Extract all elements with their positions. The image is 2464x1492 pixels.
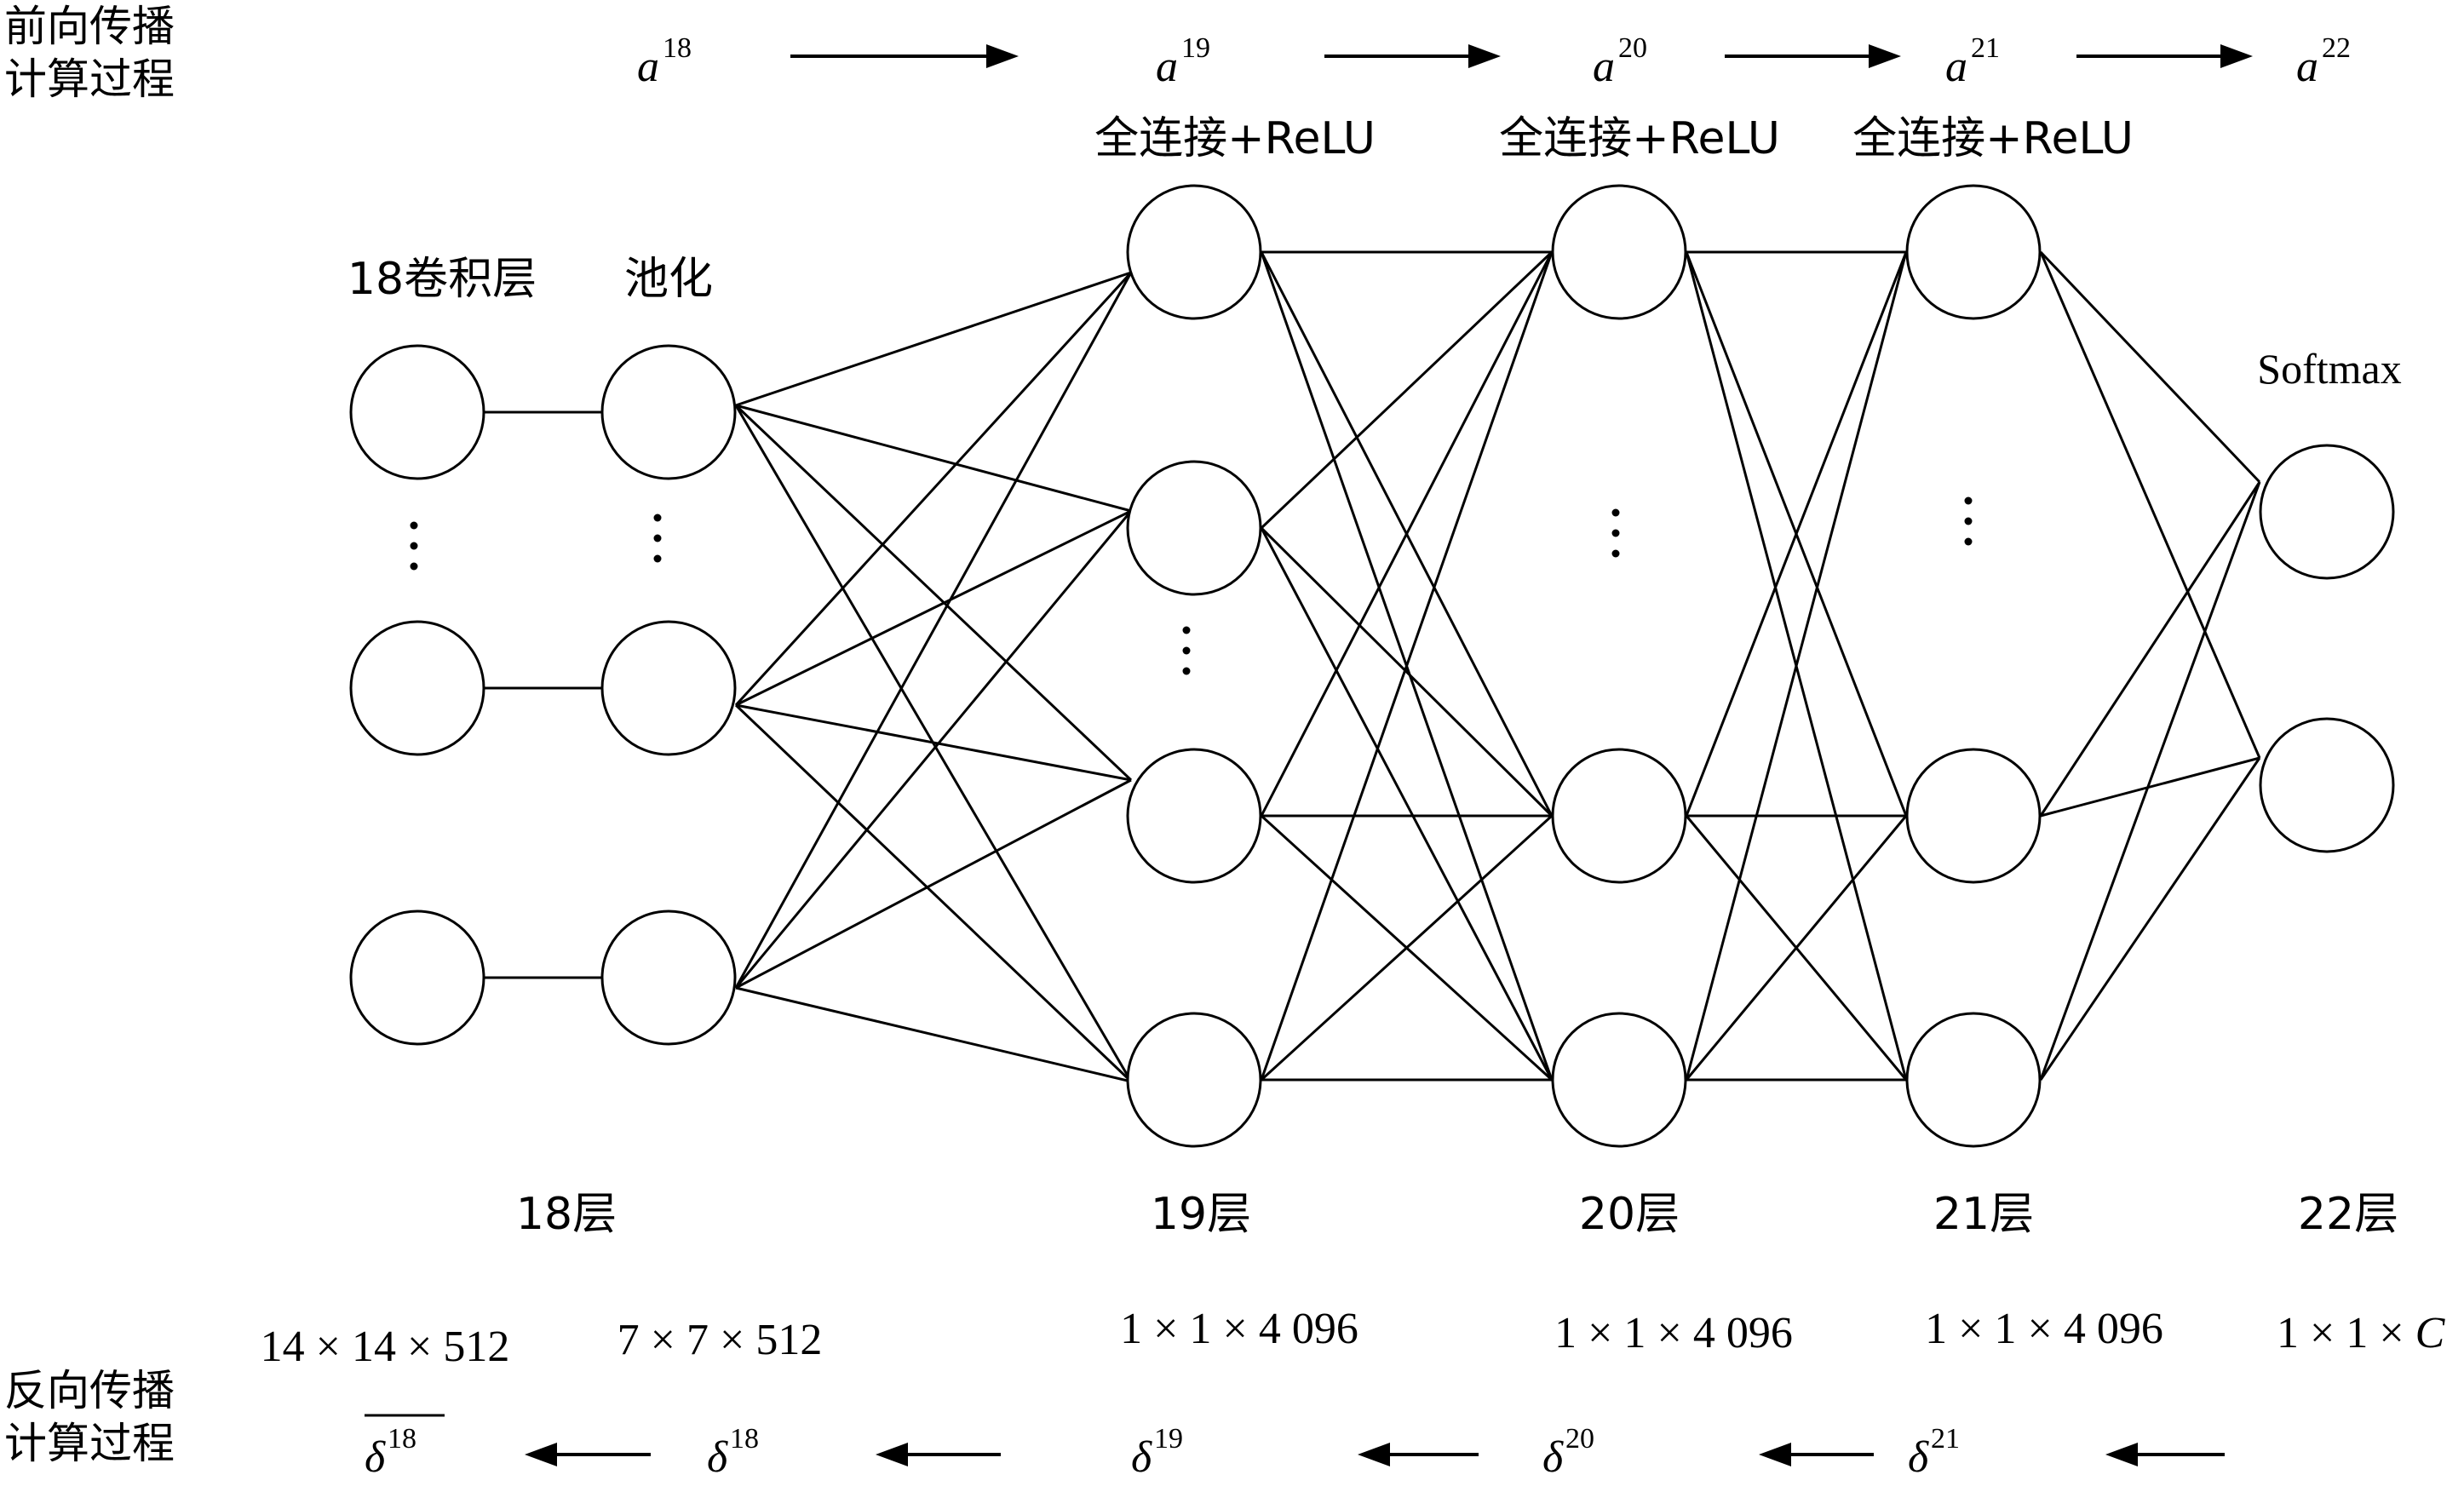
- edges-fc20-fc21: [1685, 250, 1908, 1082]
- edges-fc21-softmax: [2039, 250, 2261, 1081]
- forward-activation-a22: a 22: [2296, 32, 2351, 91]
- fc19-node-2: [1126, 460, 1262, 596]
- layer-name-18: 18层: [516, 1189, 617, 1240]
- delta-base: δ: [1542, 1433, 1564, 1482]
- fc19-node-3: [1126, 748, 1262, 884]
- softmax-node-2: [2259, 717, 2395, 853]
- backward-arrow-5: [2105, 1443, 2225, 1466]
- backward-arrow-1: [525, 1443, 651, 1466]
- activation-base: a: [1156, 43, 1178, 91]
- nodes-fc21: [1905, 184, 2042, 1148]
- layer-title-softmax: Softmax: [2257, 345, 2401, 393]
- layer-title-fc21: 全连接+ReLU: [1852, 113, 2134, 164]
- layer-name-22: 22层: [2298, 1189, 2398, 1240]
- delta-base: δ: [707, 1433, 728, 1482]
- activation-sup: 19: [1181, 32, 1210, 64]
- fc19-node-4: [1126, 1012, 1262, 1148]
- forward-activation-a18: a 18: [637, 32, 692, 91]
- activation-sup: 22: [2322, 32, 2351, 64]
- dimension-softmax-var: C: [2415, 1309, 2446, 1357]
- nodes-fc19: [1126, 184, 1262, 1148]
- activation-base: a: [1593, 43, 1615, 91]
- backward-arrow-4: [1759, 1443, 1874, 1466]
- forward-arrow-3: [1725, 44, 1901, 68]
- layer-name-20: 20层: [1579, 1189, 1680, 1240]
- delta-base: δ: [1908, 1433, 1929, 1482]
- activation-base: a: [2296, 43, 2318, 91]
- backward-label-line2: 计算过程: [4, 1419, 175, 1468]
- pool-node-3: [600, 910, 737, 1046]
- activation-sup: 18: [663, 32, 692, 64]
- forward-arrow-1: [790, 44, 1019, 68]
- dimension-conv: 14 × 14 × 512: [261, 1323, 510, 1371]
- fc21-node-3: [1905, 1012, 2042, 1148]
- fc20-node-1: [1551, 184, 1687, 320]
- forward-activation-a21: a 21: [1945, 32, 2000, 91]
- delta-sup: 21: [1931, 1423, 1960, 1455]
- delta-sup: 19: [1154, 1423, 1183, 1455]
- activation-sup: 21: [1971, 32, 2000, 64]
- backward-delta-18: δ 18: [707, 1423, 759, 1482]
- layer-title-fc19: 全连接+ReLU: [1094, 113, 1376, 164]
- backward-delta-19: δ 19: [1131, 1423, 1183, 1482]
- dimension-fc20: 1 × 1 × 4 096: [1554, 1309, 1793, 1357]
- pool-node-2: [600, 620, 737, 756]
- activation-base: a: [1945, 43, 1967, 91]
- activation-base: a: [637, 43, 659, 91]
- forward-arrow-4: [2076, 44, 2253, 68]
- svg-text:1 × 1 × C: 1 × 1 × C: [2277, 1309, 2446, 1357]
- forward-label-line2: 计算过程: [4, 55, 175, 104]
- nodes-conv: [349, 344, 485, 1046]
- fc19-node-1: [1126, 184, 1262, 320]
- delta-base: δ: [1131, 1433, 1152, 1482]
- dimension-softmax: 1 × 1 × C: [2277, 1309, 2446, 1357]
- dimension-pool: 7 × 7 × 512: [617, 1316, 823, 1364]
- dimension-fc19: 1 × 1 × 4 096: [1120, 1305, 1358, 1353]
- conv-node-1: [349, 344, 485, 480]
- layer-title-fc20: 全连接+ReLU: [1499, 113, 1780, 164]
- edges-pool-fc19: [734, 271, 1133, 1083]
- pool-node-1: [600, 344, 737, 480]
- forward-activation-a20: a 20: [1593, 32, 1647, 91]
- backward-arrow-2: [876, 1443, 1001, 1466]
- conv-node-2: [349, 620, 485, 756]
- delta-sup: 18: [730, 1423, 759, 1455]
- edges-fc19-fc20: [1260, 250, 1554, 1082]
- edges-conv-pool: [484, 410, 601, 979]
- fc21-node-1: [1905, 184, 2042, 320]
- backward-label-line1: 反向传播: [4, 1366, 175, 1415]
- fc20-node-2: [1551, 748, 1687, 884]
- delta-sup: 18: [388, 1423, 416, 1455]
- backward-delta-20: δ 20: [1542, 1423, 1594, 1482]
- forward-arrow-2: [1324, 44, 1501, 68]
- delta-base: δ: [365, 1433, 386, 1482]
- forward-label-line1: 前向传播: [4, 2, 175, 51]
- forward-activation-a19: a 19: [1156, 32, 1210, 91]
- layer-name-21: 21层: [1933, 1189, 2034, 1240]
- nodes-pool: [600, 344, 737, 1046]
- layer-title-pool: 池化: [624, 254, 713, 305]
- dimension-fc21: 1 × 1 × 4 096: [1925, 1305, 2163, 1353]
- softmax-node-1: [2259, 444, 2395, 580]
- nodes-softmax: [2259, 444, 2395, 853]
- backward-delta-21: δ 21: [1908, 1423, 1960, 1482]
- conv-node-3: [349, 910, 485, 1046]
- backward-arrow-3: [1358, 1443, 1479, 1466]
- layer-name-19: 19层: [1151, 1189, 1251, 1240]
- fc20-node-3: [1551, 1012, 1687, 1148]
- fc21-node-2: [1905, 748, 2042, 884]
- nodes-fc20: [1551, 184, 1687, 1148]
- layer-title-conv: 18卷积层: [347, 254, 537, 305]
- delta-sup: 20: [1565, 1423, 1594, 1455]
- dimension-softmax-prefix: 1 × 1 ×: [2277, 1309, 2415, 1357]
- activation-sup: 20: [1618, 32, 1647, 64]
- backward-delta-overline-18: δ 18: [365, 1414, 445, 1482]
